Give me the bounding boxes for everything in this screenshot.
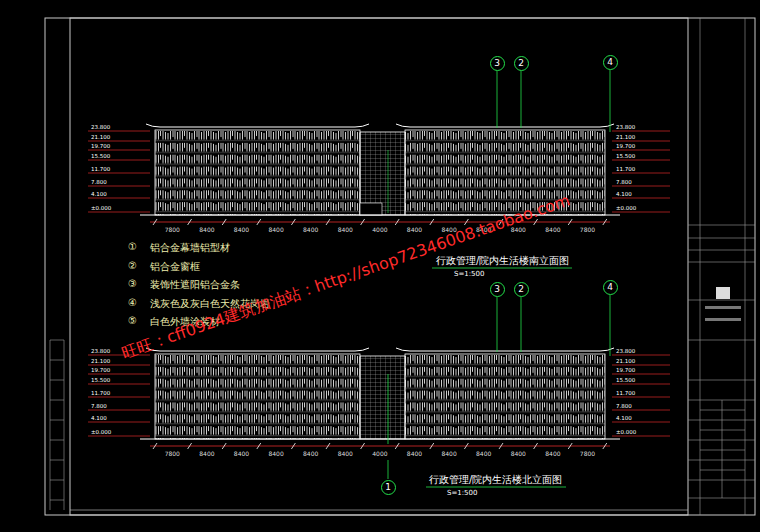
callout-circle: 2 (514, 56, 529, 71)
legend-text: 装饰性遮阳铝合金条 (150, 280, 240, 290)
level-mark: 11.700 (91, 391, 110, 397)
dimension: 7800 (165, 227, 180, 233)
dimension: 8400 (545, 227, 560, 233)
dimension: 8400 (303, 451, 318, 457)
legend-marker: ④ (128, 298, 137, 308)
level-mark: 7.800 (91, 404, 107, 410)
view-title: 行政管理/院内生活楼北立面图 (429, 475, 562, 485)
callout-number: 3 (494, 59, 500, 68)
callout-number: 2 (518, 59, 524, 68)
callout-circle: 3 (490, 56, 505, 71)
dimension: 8400 (441, 451, 456, 457)
legend-marker: ② (128, 261, 137, 271)
level-mark: 15.500 (616, 154, 635, 160)
dimension: 4000 (372, 451, 387, 457)
dimension: 8400 (199, 451, 214, 457)
level-mark: 23.800 (616, 349, 635, 355)
dimension: 8400 (234, 227, 249, 233)
level-mark: 7.800 (616, 404, 632, 410)
callout-circle: 3 (490, 282, 505, 297)
callout-circle: 4 (603, 280, 618, 295)
level-mark: 19.700 (91, 144, 110, 150)
level-mark: 4.100 (91, 192, 107, 198)
dimension: 8400 (199, 227, 214, 233)
callout-number: 2 (518, 285, 524, 294)
level-mark: ±0.000 (616, 206, 636, 212)
level-mark: ±0.000 (91, 206, 111, 212)
dimension: 8400 (511, 227, 526, 233)
view-title: 行政管理/院内生活楼南立面图 (436, 256, 569, 266)
legend-marker: ⑤ (128, 316, 137, 326)
dimension: 8400 (511, 451, 526, 457)
dimension: 8400 (476, 451, 491, 457)
dimension: 8400 (338, 227, 353, 233)
callout-number: 4 (607, 58, 613, 67)
level-mark: 19.700 (91, 368, 110, 374)
level-mark: ±0.000 (616, 430, 636, 436)
level-mark: 21.100 (91, 359, 110, 365)
scale-note: S=1:500 (454, 271, 484, 278)
level-mark: 15.500 (91, 378, 110, 384)
dimension: 8400 (338, 451, 353, 457)
callout-number: 4 (607, 283, 613, 292)
level-mark: 23.800 (91, 125, 110, 131)
level-mark: 21.100 (616, 135, 635, 141)
callout-number: 1 (385, 483, 391, 492)
level-mark: 23.800 (616, 125, 635, 131)
level-mark: 11.700 (616, 167, 635, 173)
dimension: 8400 (268, 227, 283, 233)
level-mark: 19.700 (616, 368, 635, 374)
level-mark: 19.700 (616, 144, 635, 150)
dimension: 7800 (580, 451, 595, 457)
dimension: 8400 (268, 451, 283, 457)
level-mark: 7.800 (91, 180, 107, 186)
dimension: 7800 (165, 451, 180, 457)
level-mark: 4.100 (91, 416, 107, 422)
level-mark: 4.100 (616, 192, 632, 198)
watermark: 旺旺：cff0924建筑加油站：http://shop72346008.taob… (119, 192, 572, 361)
dimension: 8400 (407, 227, 422, 233)
scale-note: S=1:500 (447, 490, 477, 497)
level-mark: 15.500 (91, 154, 110, 160)
level-mark: 23.800 (91, 349, 110, 355)
legend-text: 铝合金窗框 (150, 262, 200, 272)
level-mark: 4.100 (616, 416, 632, 422)
dimension: 8400 (545, 451, 560, 457)
dimension: 8400 (407, 451, 422, 457)
legend-marker: ③ (128, 279, 137, 289)
level-mark: 7.800 (616, 180, 632, 186)
level-mark: 15.500 (616, 378, 635, 384)
callout-circle: 1 (381, 480, 396, 495)
level-mark: 11.700 (91, 167, 110, 173)
dimension: 8400 (303, 227, 318, 233)
legend-text: 铝合金幕墙铝型材 (150, 243, 230, 253)
level-mark: ±0.000 (91, 430, 111, 436)
level-mark: 21.100 (616, 359, 635, 365)
level-mark: 11.700 (616, 391, 635, 397)
dimension: 4000 (372, 227, 387, 233)
legend-marker: ① (128, 242, 137, 252)
callout-circle: 4 (603, 55, 618, 70)
dimension: 8400 (234, 451, 249, 457)
dimension: 7800 (580, 227, 595, 233)
callout-number: 3 (494, 285, 500, 294)
level-mark: 21.100 (91, 135, 110, 141)
callout-circle: 2 (514, 282, 529, 297)
